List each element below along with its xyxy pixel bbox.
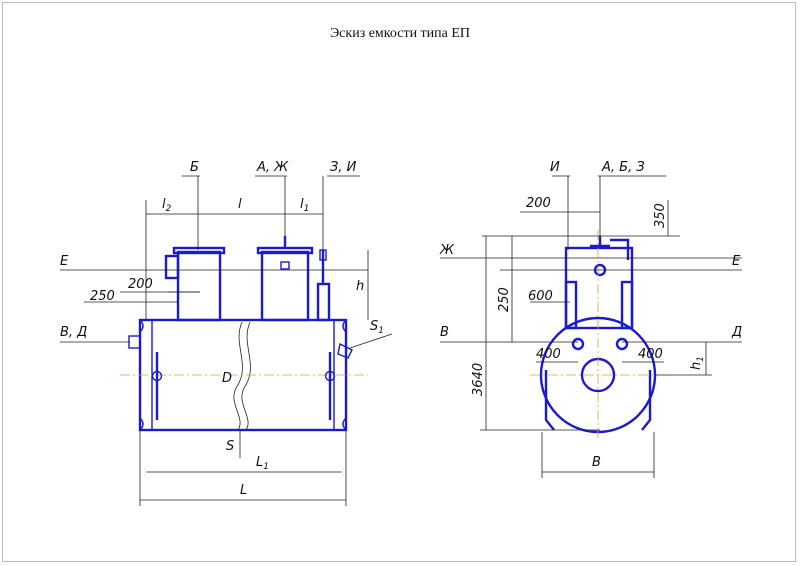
manhole-left-flange (172, 246, 226, 255)
dim-s-label: S (226, 439, 234, 454)
dim-350-label: 350 (653, 203, 668, 228)
break-line-right (241, 321, 251, 431)
manhole-left (176, 250, 222, 322)
side-view: Б А, Ж З, И l2 l l1 Е 200 250 h В, Д S1 … (60, 160, 393, 506)
dim-l-label: l (238, 197, 242, 212)
hole-left (571, 337, 585, 351)
dim-250-end-label: 250 (497, 287, 512, 312)
dim-3640-label: 3640 (471, 363, 486, 396)
level-e-label: Е (60, 254, 69, 269)
dim-400-right-label: 400 (638, 347, 663, 362)
level-vd-label: В, Д (60, 325, 87, 340)
gauge-post (316, 282, 331, 322)
dim-h1-label: h1 (689, 356, 706, 370)
dim-L-label: L (240, 483, 247, 498)
nozzle-zi-label: З, И (330, 160, 357, 175)
side-lug (337, 342, 353, 359)
support-right (641, 370, 652, 431)
dim-l1-label: l1 (300, 197, 309, 214)
dim-600-label: 600 (528, 289, 553, 304)
dim-200-end-label: 200 (526, 196, 551, 211)
dim-b-label: B (592, 455, 601, 470)
dim-l2-label: l2 (162, 197, 172, 214)
nozzle-b-label: Б (190, 160, 199, 175)
hole-right (615, 337, 629, 351)
side-nozzle-vd (128, 335, 141, 349)
level-v-label: В (440, 325, 449, 340)
end-view: И А, Б, З 200 350 Ж Е 250 600 В Д 3640 4… (439, 160, 742, 478)
nozzle-i-label: И (550, 160, 560, 175)
level-d-label: Д (731, 325, 742, 340)
drawing-title: Эскиз емкости типа ЕП (329, 26, 471, 41)
dim-d-label: D (222, 371, 232, 386)
nozzle-azh-label: А, Ж (256, 160, 289, 175)
level-zh-label: Ж (439, 243, 455, 258)
break-line-left (233, 321, 243, 431)
dim-h-label: h (356, 279, 364, 294)
dim-200-label: 200 (128, 277, 153, 292)
dim-400-left-label: 400 (536, 347, 561, 362)
support-left (544, 370, 555, 431)
column-top-pipe (590, 236, 630, 260)
level-e-end-label: Е (732, 254, 741, 269)
nozzle-abz-label: А, Б, З (601, 160, 645, 175)
dim-250-label: 250 (90, 289, 115, 304)
manhole-center-flange (256, 246, 314, 255)
dim-s1-label: S1 (370, 319, 384, 336)
dim-L1-label: L1 (256, 455, 269, 472)
manhole-left-branch (164, 254, 180, 280)
